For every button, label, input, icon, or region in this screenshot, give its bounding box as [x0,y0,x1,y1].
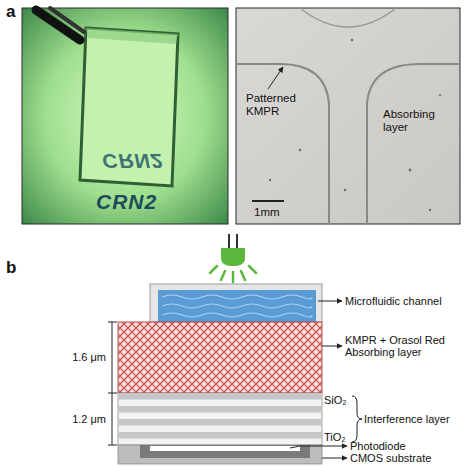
panel-letter: a [6,2,15,21]
dimension-tick [108,393,117,394]
light-ray [221,271,225,280]
callout-arrow [290,446,347,448]
light-ray [249,266,256,273]
channel-outline [236,64,329,224]
dimension-bracket [108,322,117,445]
led-lead [228,234,230,248]
light-ray [210,266,217,273]
debris-dot [351,39,353,41]
photodiode-well [140,445,310,458]
channel-outline [367,64,460,224]
brace [352,396,362,442]
debris-dot [344,189,347,192]
led-photo [22,8,228,224]
scale-bar [252,200,284,202]
light-ray [241,271,245,280]
interference-layer [118,393,322,445]
light-ray [232,272,235,282]
dimension-tick [108,322,117,323]
leader-arrow [268,67,283,89]
callout-arrow [318,301,342,302]
debris-dot [409,169,412,172]
debris-dot [299,149,302,152]
callout-arrow [322,458,347,459]
oxide-stripe [118,393,322,400]
water-wave [162,304,312,308]
layer-label: KMPR + Orasol Red Absorbing layer [345,334,453,358]
channel-cover [150,284,322,322]
callout-arrow [322,346,342,347]
callout-arrows [290,301,362,458]
layer-label: TiO₂ [324,431,346,443]
photodiode [150,446,300,451]
layer-label: CMOS substrate [350,452,431,464]
photo-text: CRN2 [102,150,163,173]
microfluidic-water [158,290,316,322]
oxide-stripe [118,406,322,413]
layer-label: SiO₂ [324,394,347,406]
scale-label: 1mm [254,206,280,219]
tweezer-tip [50,8,84,32]
panel-letter: b [6,258,16,277]
part-label: Absorbing layer [383,108,445,134]
debris-dots [269,39,441,211]
water-wave [162,295,312,299]
debris-dot [269,179,271,181]
light-rays [210,266,256,282]
chip-slide [80,28,178,186]
water-wave [162,313,312,317]
part-label: Patterned KMPR [246,92,306,118]
water-texture [162,295,312,317]
debris-dot [429,209,431,211]
led-bulb [221,248,245,266]
photo-text: CRN2 [96,190,157,213]
dimension-label: 1.6 μm [56,351,106,363]
chip-edge [86,28,178,44]
channel-outline [300,8,396,27]
dimension-label: 1.2 μm [56,413,106,425]
dimension-line [112,322,113,445]
oxide-stripe [118,432,322,439]
layer-label: Microfluidic channel [345,295,442,307]
layer-label: Photodiode [350,440,406,452]
absorbing-layer [118,322,322,393]
dimension-tick [108,445,117,446]
layer-label: Interference layer [364,413,450,425]
micrograph [236,8,460,224]
led-lead [236,234,238,248]
debris-dot [439,94,441,96]
oxide-stripe [118,419,322,426]
